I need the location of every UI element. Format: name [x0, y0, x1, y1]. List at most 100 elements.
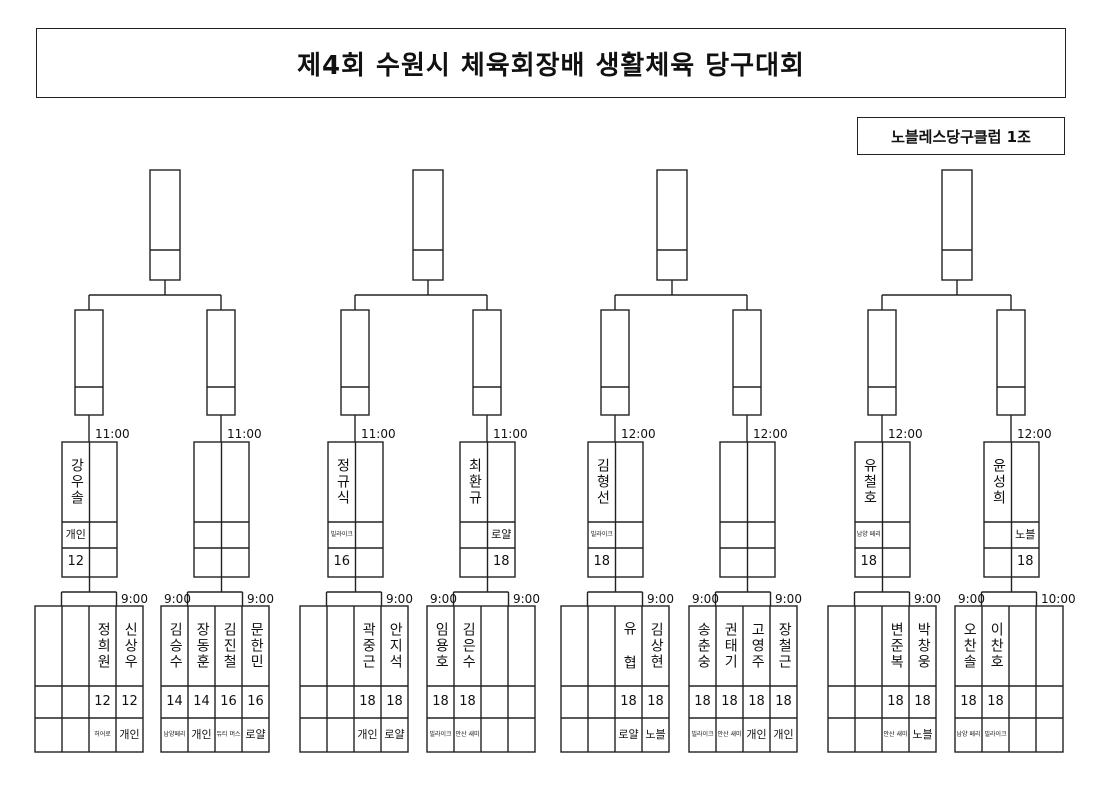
match-time: 9:00 — [430, 592, 457, 606]
player-name — [588, 606, 615, 686]
player-score — [748, 548, 776, 577]
final-slot — [941, 169, 973, 281]
player-score — [327, 686, 354, 718]
player-score: 18 — [860, 554, 878, 570]
player-club: 빌라이크 — [984, 730, 1007, 738]
player-club: 빌라이크 — [429, 730, 452, 738]
match-time: 12:00 — [1017, 427, 1052, 441]
player-club: 노블 — [912, 728, 933, 742]
player-score: 18 — [620, 693, 637, 709]
player-club: 개인 — [65, 528, 86, 542]
player-name: 정규식 — [334, 458, 351, 506]
player-name: 송춘숭 — [695, 622, 712, 670]
quarter-slot — [74, 309, 104, 416]
match-time: 9:00 — [692, 592, 719, 606]
match-time: 12:00 — [888, 427, 923, 441]
player-name — [720, 442, 748, 522]
player-score: 18 — [748, 693, 765, 709]
player-club — [327, 718, 354, 752]
player-name: 문한민 — [248, 622, 265, 670]
player-club — [561, 718, 588, 752]
player-score: 18 — [960, 693, 977, 709]
player-club: 남양 페리 — [956, 730, 981, 738]
player-club — [828, 718, 855, 752]
match-time: 9:00 — [121, 592, 148, 606]
player-name — [855, 606, 882, 686]
match-time: 9:00 — [647, 592, 674, 606]
player-score: 18 — [775, 693, 792, 709]
group-label: 노블레스당구클럽 1조 — [857, 117, 1065, 155]
player-club — [35, 718, 62, 752]
player-club: 안산 새미 — [455, 730, 480, 738]
player-score: 18 — [359, 693, 376, 709]
player-name: 정희원 — [95, 622, 112, 670]
player-name — [35, 606, 62, 686]
player-name: 유 협 — [621, 621, 638, 671]
player-club: 빌라이크 — [330, 530, 353, 538]
player-score: 12 — [121, 693, 138, 709]
match-time: 9:00 — [513, 592, 540, 606]
player-name: 김진철 — [221, 622, 238, 670]
match-time: 9:00 — [164, 592, 191, 606]
quarter-slot — [472, 309, 502, 416]
player-name: 김형선 — [594, 458, 611, 506]
player-club: 개인 — [773, 728, 794, 742]
player-name: 이찬호 — [988, 622, 1005, 670]
player-score: 12 — [67, 554, 85, 570]
player-score: 18 — [987, 693, 1004, 709]
player-name — [62, 606, 89, 686]
player-club: 로얄 — [618, 728, 639, 742]
player-score — [828, 686, 855, 718]
player-name — [194, 442, 222, 522]
player-club — [1009, 718, 1036, 752]
player-name: 오찬솔 — [961, 622, 978, 670]
final-slot — [149, 169, 181, 281]
player-score: 18 — [459, 693, 476, 709]
match-time: 9:00 — [775, 592, 802, 606]
match-time: 9:00 — [386, 592, 413, 606]
quarter-slot — [600, 309, 630, 416]
player-name: 곽중근 — [360, 622, 377, 670]
player-score — [561, 686, 588, 718]
player-score: 18 — [694, 693, 711, 709]
player-club: 개인 — [357, 728, 378, 742]
player-name: 장동훈 — [194, 622, 211, 670]
player-name: 김은수 — [460, 622, 477, 670]
player-score: 14 — [193, 693, 210, 709]
player-club: 개인 — [119, 728, 140, 742]
player-name: 강우솔 — [68, 458, 85, 506]
player-name: 고영주 — [749, 622, 766, 670]
player-score: 18 — [386, 693, 403, 709]
player-score: 18 — [432, 693, 449, 709]
player-score: 18 — [721, 693, 738, 709]
player-club: 로얄 — [384, 728, 405, 742]
player-name: 최환규 — [466, 458, 483, 506]
player-name — [327, 606, 354, 686]
quarter-slot — [206, 309, 236, 416]
player-score: 18 — [887, 693, 904, 709]
player-name: 박창웅 — [915, 622, 932, 670]
match-time: 10:00 — [1041, 592, 1076, 606]
player-club: 노블 — [1015, 528, 1036, 542]
player-score — [855, 686, 882, 718]
quarter-slot — [340, 309, 370, 416]
player-score: 16 — [247, 693, 264, 709]
player-club — [855, 718, 882, 752]
player-club: 빌라이크 — [590, 530, 613, 538]
player-club: 로얄 — [491, 528, 512, 542]
match-time: 12:00 — [753, 427, 788, 441]
player-score — [300, 686, 327, 718]
match-time: 11:00 — [227, 427, 262, 441]
player-score — [35, 686, 62, 718]
player-club: 안산 새미 — [717, 730, 742, 738]
player-score: 16 — [333, 554, 351, 570]
player-club: 개인 — [191, 728, 212, 742]
player-name: 윤성희 — [990, 458, 1007, 506]
player-name — [1036, 606, 1063, 686]
player-name — [561, 606, 588, 686]
player-score: 18 — [593, 554, 611, 570]
player-score: 18 — [914, 693, 931, 709]
match-time: 11:00 — [361, 427, 396, 441]
player-score: 12 — [94, 693, 111, 709]
quarter-slot — [732, 309, 762, 416]
